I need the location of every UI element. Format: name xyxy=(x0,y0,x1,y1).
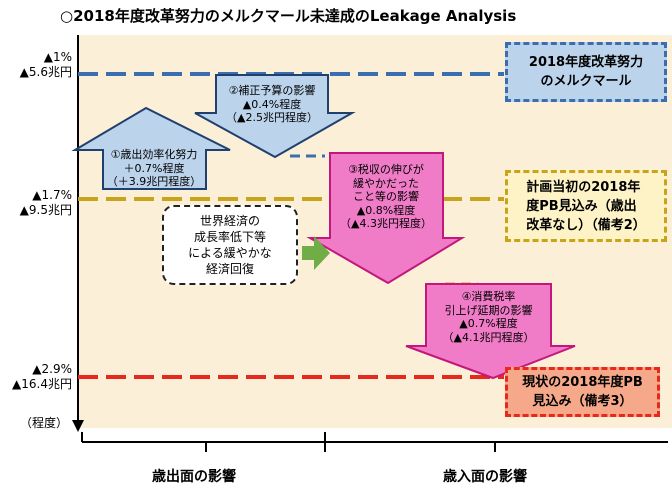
y-unit-label: （程度） xyxy=(20,416,69,430)
y-label-reform: ▲1%▲5.6兆円 xyxy=(19,50,72,79)
bottom-bracket xyxy=(81,432,668,452)
plan-level-box: 計画当初の2018年度PB見込み（歳出改革なし）（備考2） xyxy=(505,170,667,242)
arrow-tax-revenue xyxy=(306,152,466,285)
arrow-supplementary-budget-text: ②補正予算の影響▲0.4%程度（▲2.5兆円程度） xyxy=(226,84,318,124)
diagram-title: ○2018年度改革努力のメルクマール未達成のLeakage Analysis xyxy=(60,7,517,25)
economy-note-box: 世界経済の成長率低下等による緩やかな経済回復 xyxy=(162,205,298,285)
reform-target-box: 2018年度改革努力のメルクマール xyxy=(505,42,667,102)
y-label-current: ▲2.9%▲16.4兆円 xyxy=(12,362,72,391)
green-arrow xyxy=(302,236,330,270)
arrow-supplementary-budget xyxy=(194,74,356,159)
y-axis-arrowhead xyxy=(72,420,84,432)
arrow-tax-revenue-text: ③税収の伸びが緩やかだったこと等の影響 ▲0.8%程度（▲4.3兆円程度） xyxy=(340,163,432,230)
arrow-expenditure-efficiency xyxy=(71,106,231,190)
expenditure-impact-label: 歳出面の影響 xyxy=(152,469,236,485)
arrow-expenditure-efficiency-text: ①歳出効率化努力＋0.7%程度（＋3.9兆円程度） xyxy=(106,148,202,188)
arrow-consumption-tax xyxy=(405,283,576,380)
y-label-plan: ▲1.7%▲9.5兆円 xyxy=(19,188,72,217)
arrow-consumption-tax-text: ④消費税率引上げ延期の影響▲0.7%程度（▲4.1兆円程度） xyxy=(442,290,535,344)
revenue-impact-label: 歳入面の影響 xyxy=(443,469,527,485)
